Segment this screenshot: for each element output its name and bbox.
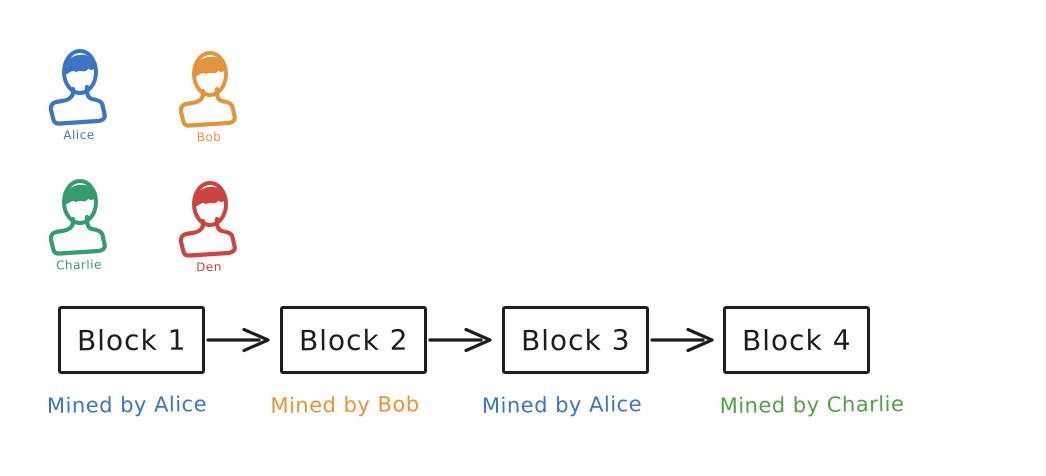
mined-by-label-block-3: Mined by Alice xyxy=(481,392,643,418)
miner-charlie: Charlie xyxy=(46,174,112,272)
person-bust-icon xyxy=(46,44,112,126)
block-label: Block 2 xyxy=(298,323,409,357)
mined-by-label-block-4: Mined by Charlie xyxy=(719,392,905,418)
miner-den: Den xyxy=(176,176,242,274)
block-2: Block 2 xyxy=(280,306,427,374)
block-label: Block 4 xyxy=(741,323,852,357)
mined-by-label-block-2: Mined by Bob xyxy=(270,392,420,418)
arrow-right-icon xyxy=(206,325,272,355)
miner-name-label: Alice xyxy=(63,127,95,143)
miner-name-label: Charlie xyxy=(55,257,103,273)
person-bust-icon xyxy=(176,176,242,258)
block-label: Block 3 xyxy=(520,323,631,357)
person-bust-icon xyxy=(46,174,112,256)
miner-name-label: Bob xyxy=(196,129,222,145)
mined-by-label-block-1: Mined by Alice xyxy=(46,392,208,418)
arrow-right-icon xyxy=(650,325,716,355)
miner-name-label: Den xyxy=(196,259,222,275)
block-1: Block 1 xyxy=(58,306,205,374)
person-bust-icon xyxy=(176,46,242,128)
block-3: Block 3 xyxy=(502,306,649,374)
miner-alice: Alice xyxy=(46,44,112,142)
block-label: Block 1 xyxy=(76,323,187,357)
block-4: Block 4 xyxy=(723,306,870,374)
miner-bob: Bob xyxy=(176,46,242,144)
arrow-right-icon xyxy=(428,325,494,355)
